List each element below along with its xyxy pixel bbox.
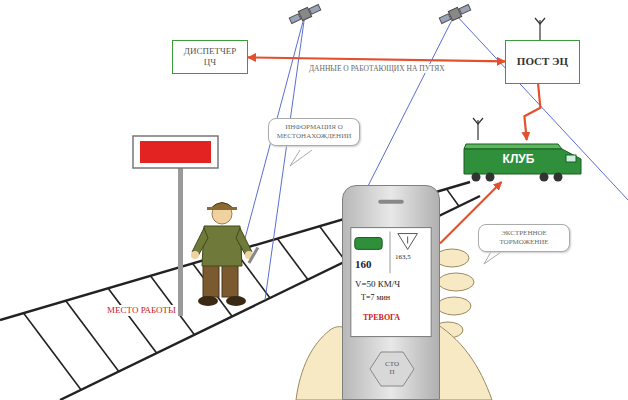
edge-label: ДАННЫЕ О РАБОТАЮЩИХ НА ПУТЯХ — [307, 64, 447, 73]
worker — [191, 203, 259, 307]
satellite — [438, 3, 471, 26]
distance-value: 160 — [355, 258, 372, 270]
alarm-text: ТРЕВОГА — [363, 314, 400, 323]
railway-track — [0, 182, 480, 400]
connector — [248, 57, 505, 61]
connector — [524, 84, 540, 140]
node-text: КЛУБ — [503, 152, 535, 166]
dispatcher-box: ДИСПЕТЧЕР ЦЧ — [172, 40, 248, 74]
time-value: T=7 мин — [361, 294, 390, 303]
satellite — [288, 3, 321, 26]
work-place-label: МЕСТО РАБОТЫ — [105, 305, 178, 316]
braking-callout: ЭКСТРЕННОЕ ТОРМОЖЕНИЕ — [478, 224, 570, 252]
node-text: ДИСПЕТЧЕР ЦЧ — [182, 46, 238, 68]
node-text: СТО П — [385, 361, 399, 376]
coordinate-value: 163,5 — [395, 254, 411, 262]
node-text: ПОСТ ЭЦ — [517, 55, 568, 68]
locomotive: КЛУБ — [460, 140, 585, 182]
phone: 160 163,5V=50 КМ/Ч T=7 минТРЕВОГА СТО П — [342, 185, 440, 400]
post-box: ПОСТ ЭЦ — [505, 40, 580, 84]
speed-value: V=50 КМ/Ч — [355, 280, 400, 290]
stop-button: СТО П — [369, 351, 415, 387]
node-text: ИНФОРМАЦИЯ О МЕСТОНАХОЖДЕНИИ — [275, 123, 353, 141]
info-callout: ИНФОРМАЦИЯ О МЕСТОНАХОЖДЕНИИ — [268, 118, 360, 146]
node-text: ЭКСТРЕННОЕ ТОРМОЖЕНИЕ — [485, 229, 563, 247]
